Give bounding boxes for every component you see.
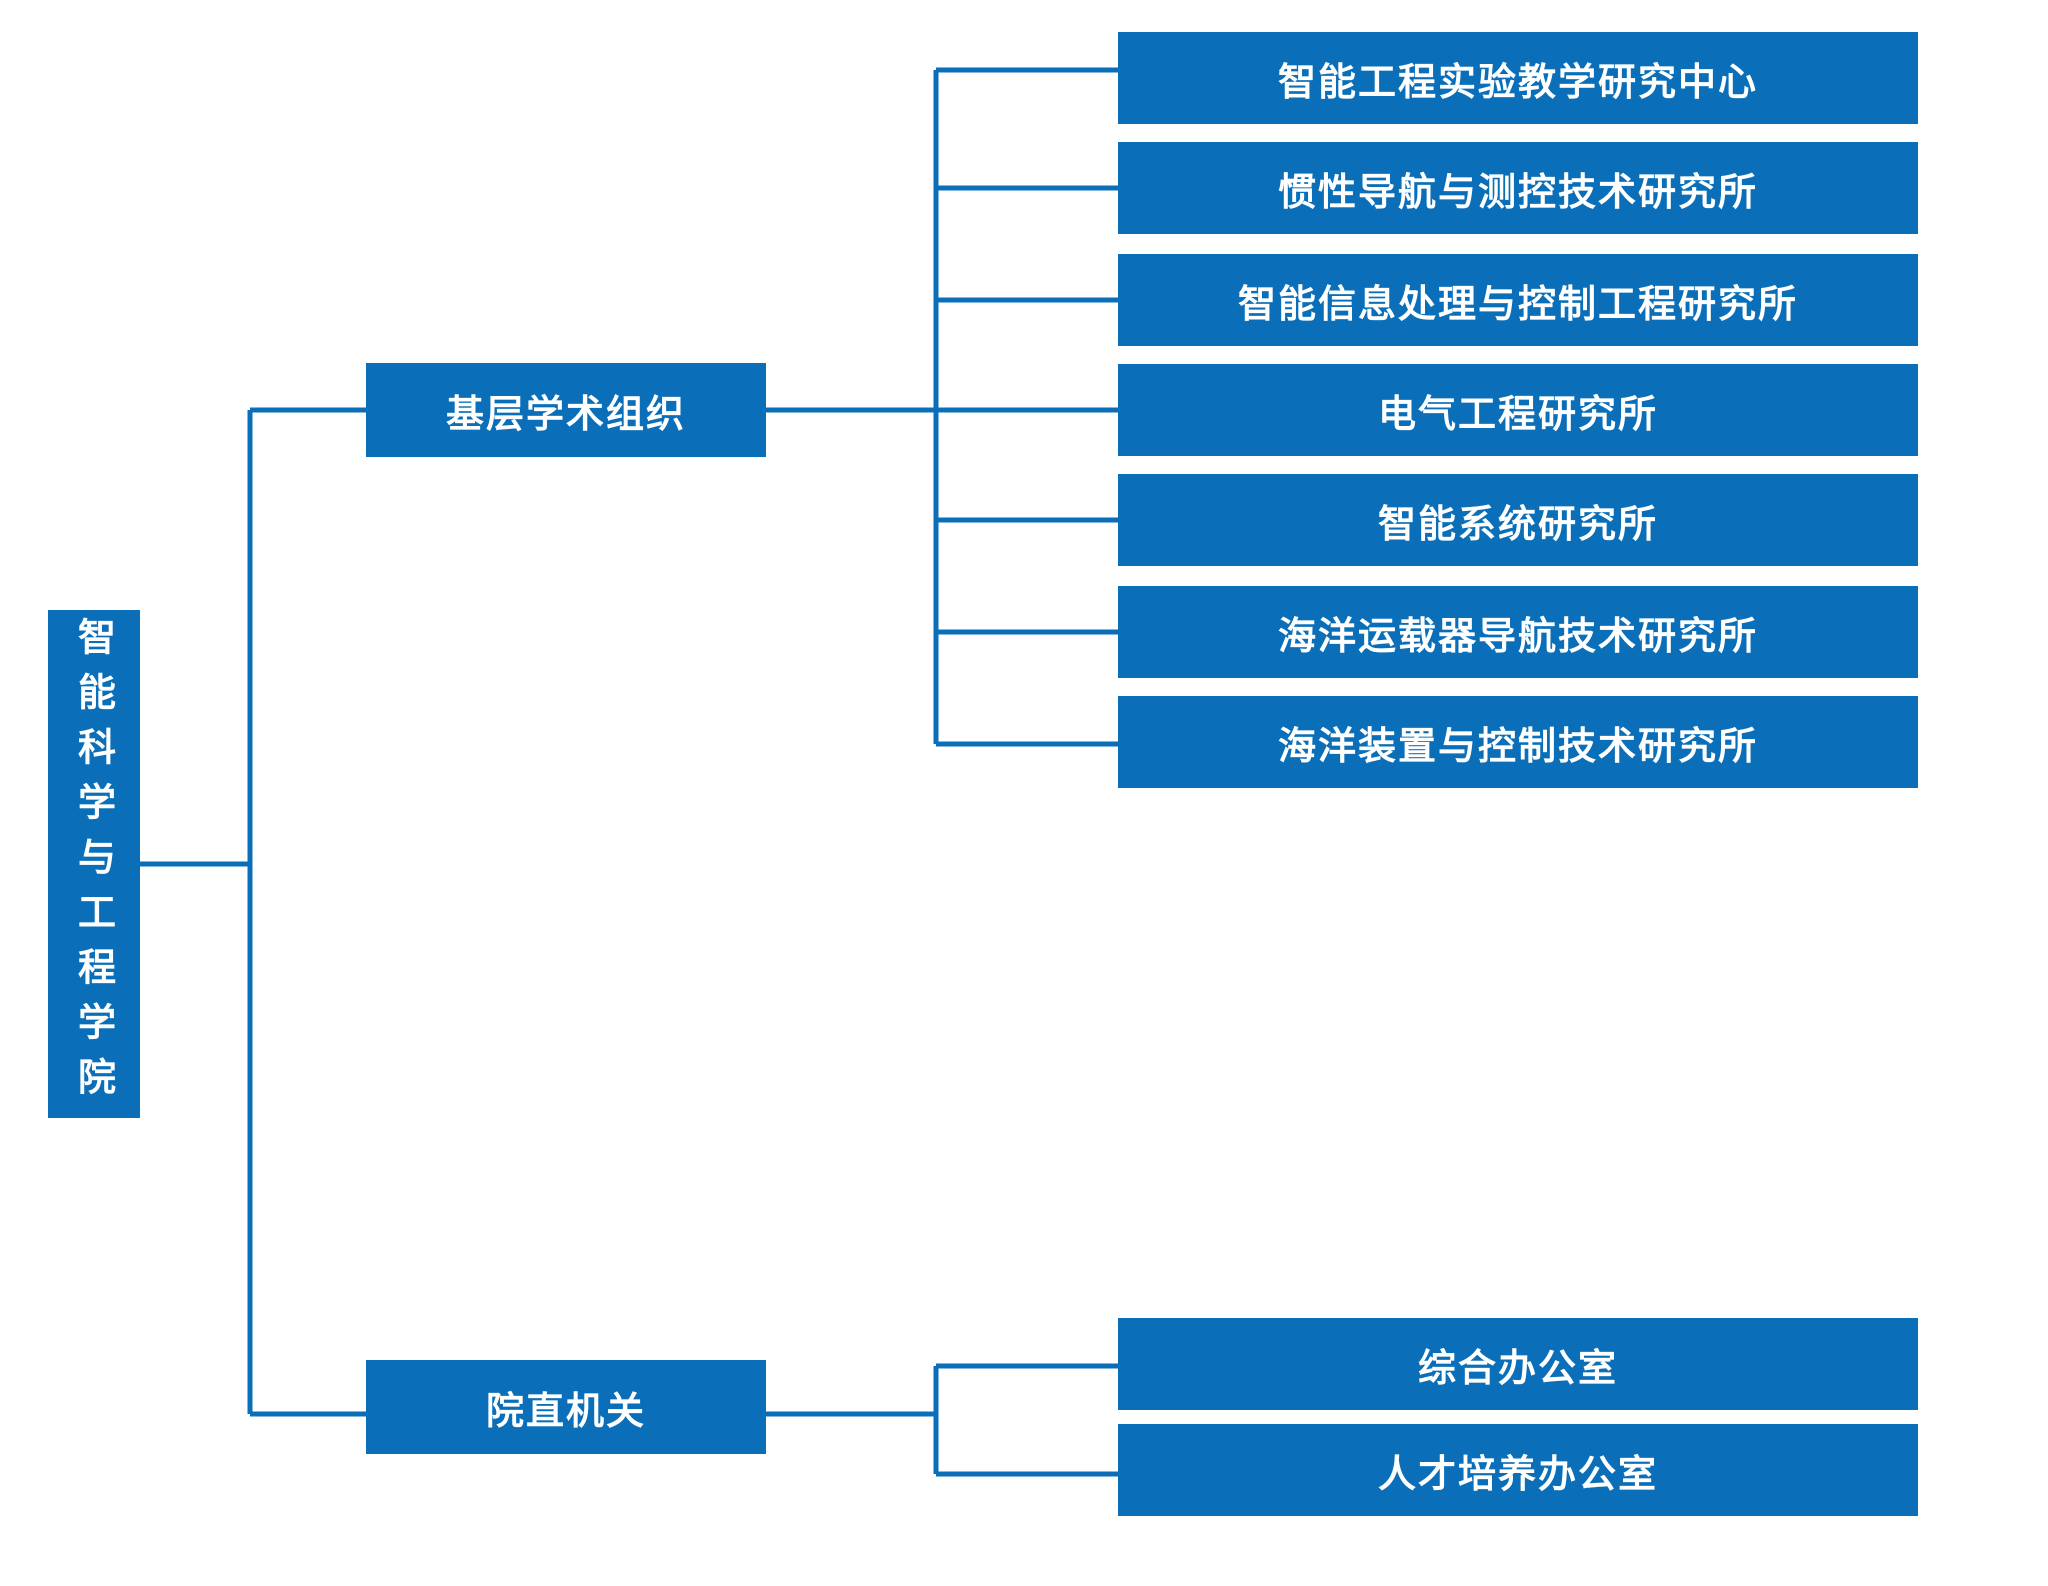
leaf-node: 惯性导航与测控技术研究所 [1118, 142, 1918, 234]
leaf-node-label: 智能系统研究所 [1377, 501, 1658, 546]
branch-node-academic-units: 基层学术组织 [366, 363, 766, 457]
branch-node-label: 院直机关 [485, 1388, 646, 1433]
leaf-node: 海洋装置与控制技术研究所 [1118, 696, 1918, 788]
leaf-node-label: 海洋装置与控制技术研究所 [1277, 723, 1758, 768]
leaf-node-label: 惯性导航与测控技术研究所 [1277, 169, 1758, 214]
leaf-node: 智能工程实验教学研究中心 [1118, 32, 1918, 124]
branch-node-admin-offices: 院直机关 [366, 1360, 766, 1454]
leaf-node-label: 智能工程实验教学研究中心 [1277, 59, 1758, 104]
leaf-node-label: 人才培养办公室 [1377, 1451, 1658, 1496]
leaf-node-label: 海洋运载器导航技术研究所 [1277, 613, 1758, 658]
leaf-node: 海洋运载器导航技术研究所 [1118, 586, 1918, 678]
leaf-node: 智能系统研究所 [1118, 474, 1918, 566]
leaf-node: 电气工程研究所 [1118, 364, 1918, 456]
leaf-node-label: 综合办公室 [1417, 1345, 1618, 1390]
leaf-node: 智能信息处理与控制工程研究所 [1118, 254, 1918, 346]
root-node-label: 智能科学与工程学院 [71, 616, 116, 1112]
leaf-node: 综合办公室 [1118, 1318, 1918, 1410]
leaf-node-label: 智能信息处理与控制工程研究所 [1237, 281, 1798, 326]
leaf-node-label: 电气工程研究所 [1377, 391, 1658, 436]
branch-node-label: 基层学术组织 [445, 391, 686, 436]
root-node: 智能科学与工程学院 [48, 610, 140, 1118]
leaf-node: 人才培养办公室 [1118, 1424, 1918, 1516]
